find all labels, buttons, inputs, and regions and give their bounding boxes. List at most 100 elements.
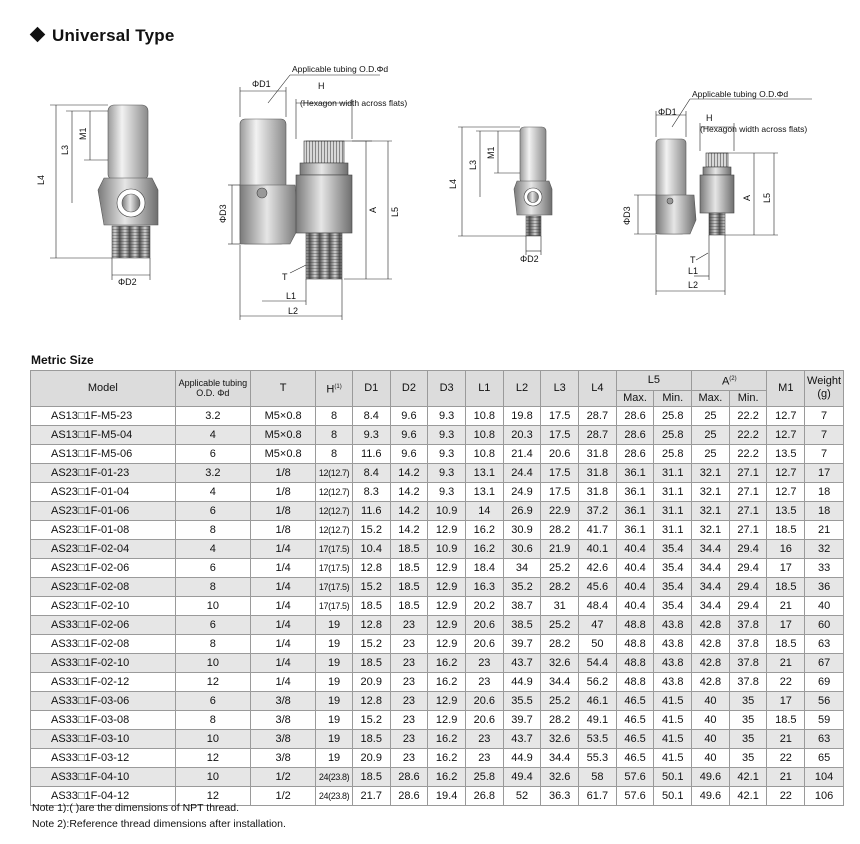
dim-t: T — [282, 272, 288, 282]
table-cell: 17(17.5) — [315, 538, 353, 559]
table-cell: 8 — [315, 405, 353, 426]
table-cell: 48.4 — [578, 595, 617, 616]
table-cell: 35.2 — [502, 576, 542, 597]
table-cell: 32.6 — [540, 766, 580, 787]
table-cell: 11.6 — [351, 500, 391, 521]
table-cell: 20.6 — [464, 614, 504, 635]
cell-model: AS13□1F-M5-06 — [30, 443, 176, 464]
table-cell: 1/4 — [250, 633, 317, 654]
table-cell: 21 — [766, 652, 806, 673]
table-cell: 41.5 — [653, 728, 693, 749]
table-cell: 40.4 — [615, 595, 655, 616]
table-cell: 8.4 — [351, 405, 391, 426]
table-cell: 32.1 — [691, 500, 730, 521]
table-cell: 31.1 — [653, 481, 693, 502]
cell-model: AS23□1F-01-23 — [30, 462, 176, 483]
table-cell: 39.7 — [502, 633, 542, 654]
table-cell: 9.6 — [389, 443, 429, 464]
table-cell: 26.8 — [464, 785, 504, 806]
table-cell: 21 — [766, 766, 806, 787]
dim-hex-note: (Hexagon width across flats) — [300, 98, 407, 108]
table-cell: 48.8 — [615, 652, 655, 673]
table-cell: 1/8 — [250, 481, 317, 502]
table-cell: 22.2 — [728, 443, 768, 464]
table-cell: 8 — [174, 633, 252, 654]
header-l1: L1 — [464, 370, 504, 407]
table-cell: 14.2 — [389, 462, 429, 483]
table-cell: 12(12.7) — [315, 481, 353, 502]
table-cell: 9.3 — [427, 443, 466, 464]
table-cell: 28.2 — [540, 519, 580, 540]
table-cell: 22.9 — [540, 500, 580, 521]
header-l5: L5 — [615, 370, 693, 391]
table-cell: 12.7 — [766, 481, 806, 502]
table-cell: 22 — [766, 671, 806, 692]
header-a-max: Max. — [691, 389, 730, 407]
cell-model: AS13□1F-M5-23 — [30, 405, 176, 426]
table-header: Model Applicable tubing O.D. Φd T H(1) D… — [30, 370, 844, 407]
table-cell: 12.9 — [427, 709, 466, 730]
table-cell: 27.1 — [728, 519, 768, 540]
dim-d3: ΦD3 — [218, 204, 228, 223]
dim-l1: L1 — [286, 291, 296, 301]
dim-t-small: T — [690, 255, 696, 265]
table-cell: 25.2 — [540, 690, 580, 711]
dim-d3-small: ΦD3 — [622, 206, 632, 225]
header-d3: D3 — [427, 370, 466, 407]
table-cell: 12(12.7) — [315, 462, 353, 483]
table-cell: 41.5 — [653, 709, 693, 730]
table-cell: 17(17.5) — [315, 576, 353, 597]
table-cell: 16 — [766, 538, 806, 559]
table-cell: 19 — [315, 671, 353, 692]
table-cell: 1/8 — [250, 519, 317, 540]
table-cell: 57.6 — [615, 766, 655, 787]
table-cell: 17.5 — [540, 481, 580, 502]
header-l5-min: Min. — [653, 389, 693, 407]
table-cell: 43.7 — [502, 728, 542, 749]
table-cell: 42.6 — [578, 557, 617, 578]
table-cell: 8 — [315, 443, 353, 464]
table-cell: 18.5 — [351, 652, 391, 673]
table-cell: 23 — [389, 709, 429, 730]
table-cell: 35 — [728, 728, 768, 749]
table-cell: M5×0.8 — [250, 443, 317, 464]
table-cell: 6 — [174, 443, 252, 464]
table-cell: 3.2 — [174, 405, 252, 426]
table-cell: 16.2 — [427, 671, 466, 692]
table-cell: 29.4 — [728, 595, 768, 616]
table-cell: 50 — [578, 633, 617, 654]
table-cell: 37.8 — [728, 633, 768, 654]
table-cell: 29.4 — [728, 538, 768, 559]
table-cell: 16.2 — [427, 728, 466, 749]
table-cell: 32.1 — [691, 462, 730, 483]
table-cell: 59 — [804, 709, 844, 730]
diamond-bullet-icon — [29, 26, 46, 43]
table-cell: 31.1 — [653, 519, 693, 540]
table-cell: 60 — [804, 614, 844, 635]
table-cell: 20.6 — [464, 709, 504, 730]
table-cell: 8 — [174, 519, 252, 540]
table-cell: 25.2 — [540, 557, 580, 578]
table-cell: 28.6 — [615, 424, 655, 445]
table-cell: 1/4 — [250, 538, 317, 559]
table-cell: 19 — [315, 633, 353, 654]
table-cell: 10 — [174, 652, 252, 673]
table-cell: 3/8 — [250, 709, 317, 730]
dim-a-small: A — [742, 195, 752, 201]
table-cell: 17.5 — [540, 405, 580, 426]
cell-model: AS23□1F-02-04 — [30, 538, 176, 559]
table-cell: 12(12.7) — [315, 500, 353, 521]
table-cell: 34.4 — [691, 538, 730, 559]
table-cell: 15.2 — [351, 576, 391, 597]
table-cell: 18.5 — [389, 576, 429, 597]
table-cell: 8.3 — [351, 481, 391, 502]
table-cell: 6 — [174, 690, 252, 711]
table-cell: 1/4 — [250, 652, 317, 673]
table-cell: 42.8 — [691, 633, 730, 654]
header-l5-max: Max. — [615, 389, 655, 407]
table-cell: 50.1 — [653, 766, 693, 787]
